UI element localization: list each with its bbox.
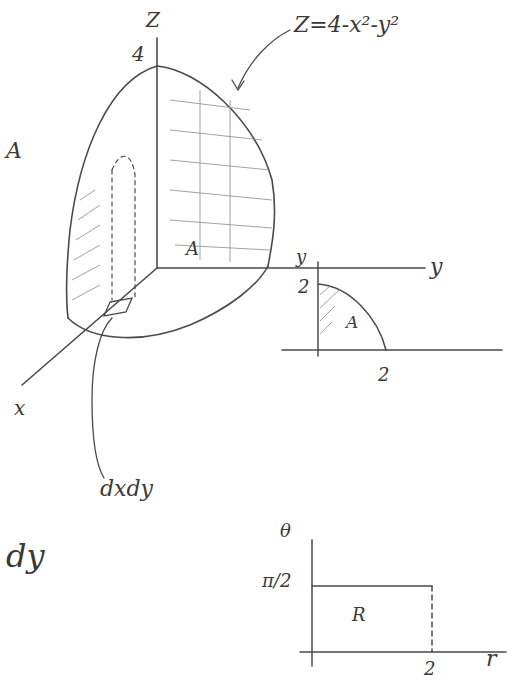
plot-axis	[311, 540, 313, 666]
axis-label: y	[296, 248, 306, 266]
axis-value: 4	[132, 44, 145, 64]
plot-axis	[282, 349, 502, 351]
axis-label: Z	[146, 10, 160, 30]
x-axis	[22, 268, 157, 385]
margin-text: dy	[6, 540, 45, 572]
surface-equation: Z=4-x²-y²	[294, 14, 399, 36]
paraboloid-edge	[67, 66, 157, 318]
y-axis	[157, 267, 425, 269]
region-label: R	[352, 606, 366, 624]
margin-letter: A	[6, 140, 22, 162]
column-dashes	[112, 156, 135, 300]
region-label: A	[186, 240, 199, 258]
axis-value: π/2	[262, 572, 291, 590]
area-element-label: dxdy	[100, 478, 153, 500]
axis-label: θ	[280, 522, 291, 540]
leader-line	[92, 318, 112, 478]
plot-axis	[300, 651, 506, 653]
axis-label: x	[14, 398, 25, 418]
axis-label: r	[486, 648, 497, 670]
region-edge	[312, 585, 432, 587]
area-element	[104, 298, 132, 316]
axis-value: 2	[424, 660, 435, 678]
plot-axis	[317, 262, 319, 356]
region-label: A	[346, 314, 358, 331]
z-axis	[156, 38, 158, 268]
leader-arrow	[238, 30, 290, 88]
axis-label: y	[430, 256, 442, 278]
base-arc	[68, 266, 268, 338]
paraboloid-edge	[157, 66, 275, 266]
axis-value: 2	[298, 278, 309, 296]
region-edge	[431, 586, 433, 652]
quarter-arc	[318, 284, 386, 350]
column-dashes	[111, 170, 112, 300]
arrow-head	[232, 80, 244, 90]
axis-value: 2	[378, 366, 389, 384]
